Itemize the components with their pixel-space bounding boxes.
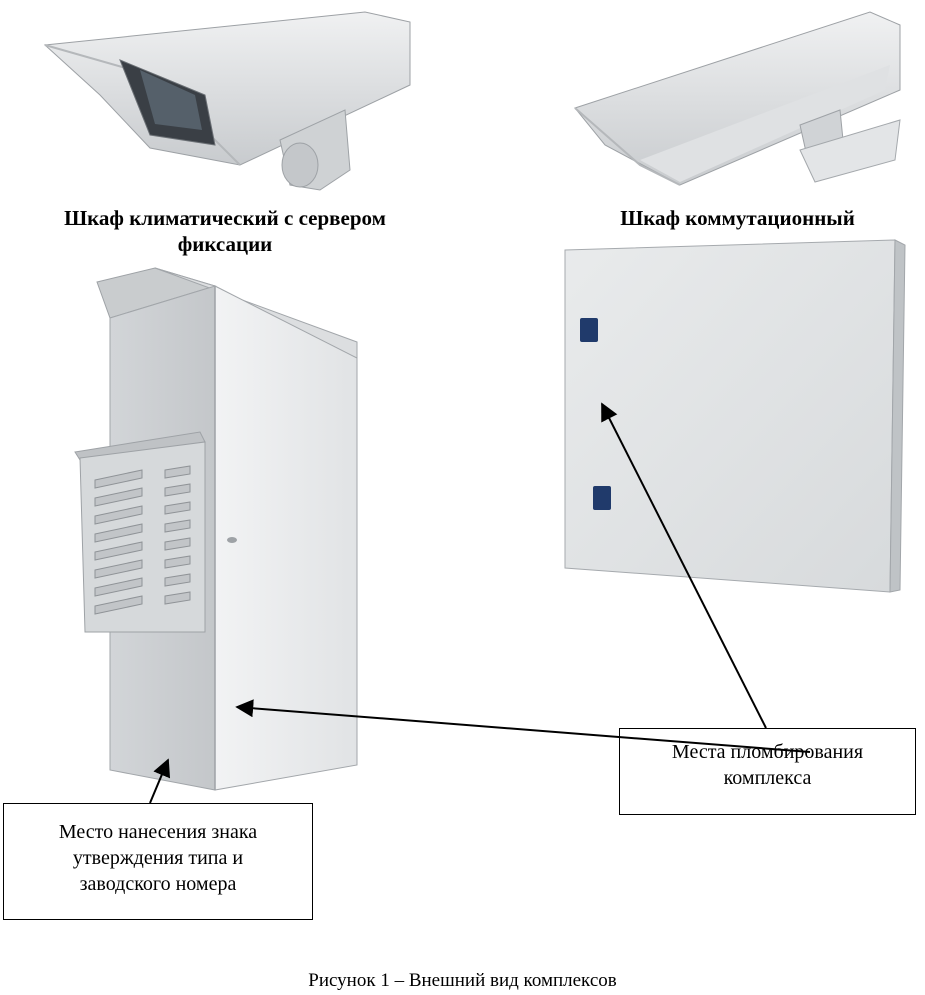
lock-icon xyxy=(593,486,611,510)
camera-right xyxy=(574,11,901,186)
switch-cabinet-title: Шкаф коммутационный xyxy=(620,206,855,230)
camera-left xyxy=(43,11,411,191)
vent-louvers xyxy=(94,465,191,615)
climate-cabinet xyxy=(74,267,358,791)
seal-places-callout: Места пломбирования комплекса xyxy=(619,728,916,815)
climate-cabinet-title: Шкаф климатический с сервером фиксации xyxy=(64,206,386,256)
arrow-type-mark xyxy=(149,758,171,804)
switch-cabinet xyxy=(564,239,906,593)
arrow-seal-climate xyxy=(235,699,811,753)
type-mark-callout: Место нанесения знака утверждения типа и… xyxy=(3,803,313,920)
arrow-seal-switch xyxy=(601,402,767,729)
figure-caption: Рисунок 1 – Внешний вид комплексов xyxy=(308,970,617,991)
lock-icon xyxy=(580,318,598,342)
arrows xyxy=(149,402,811,804)
